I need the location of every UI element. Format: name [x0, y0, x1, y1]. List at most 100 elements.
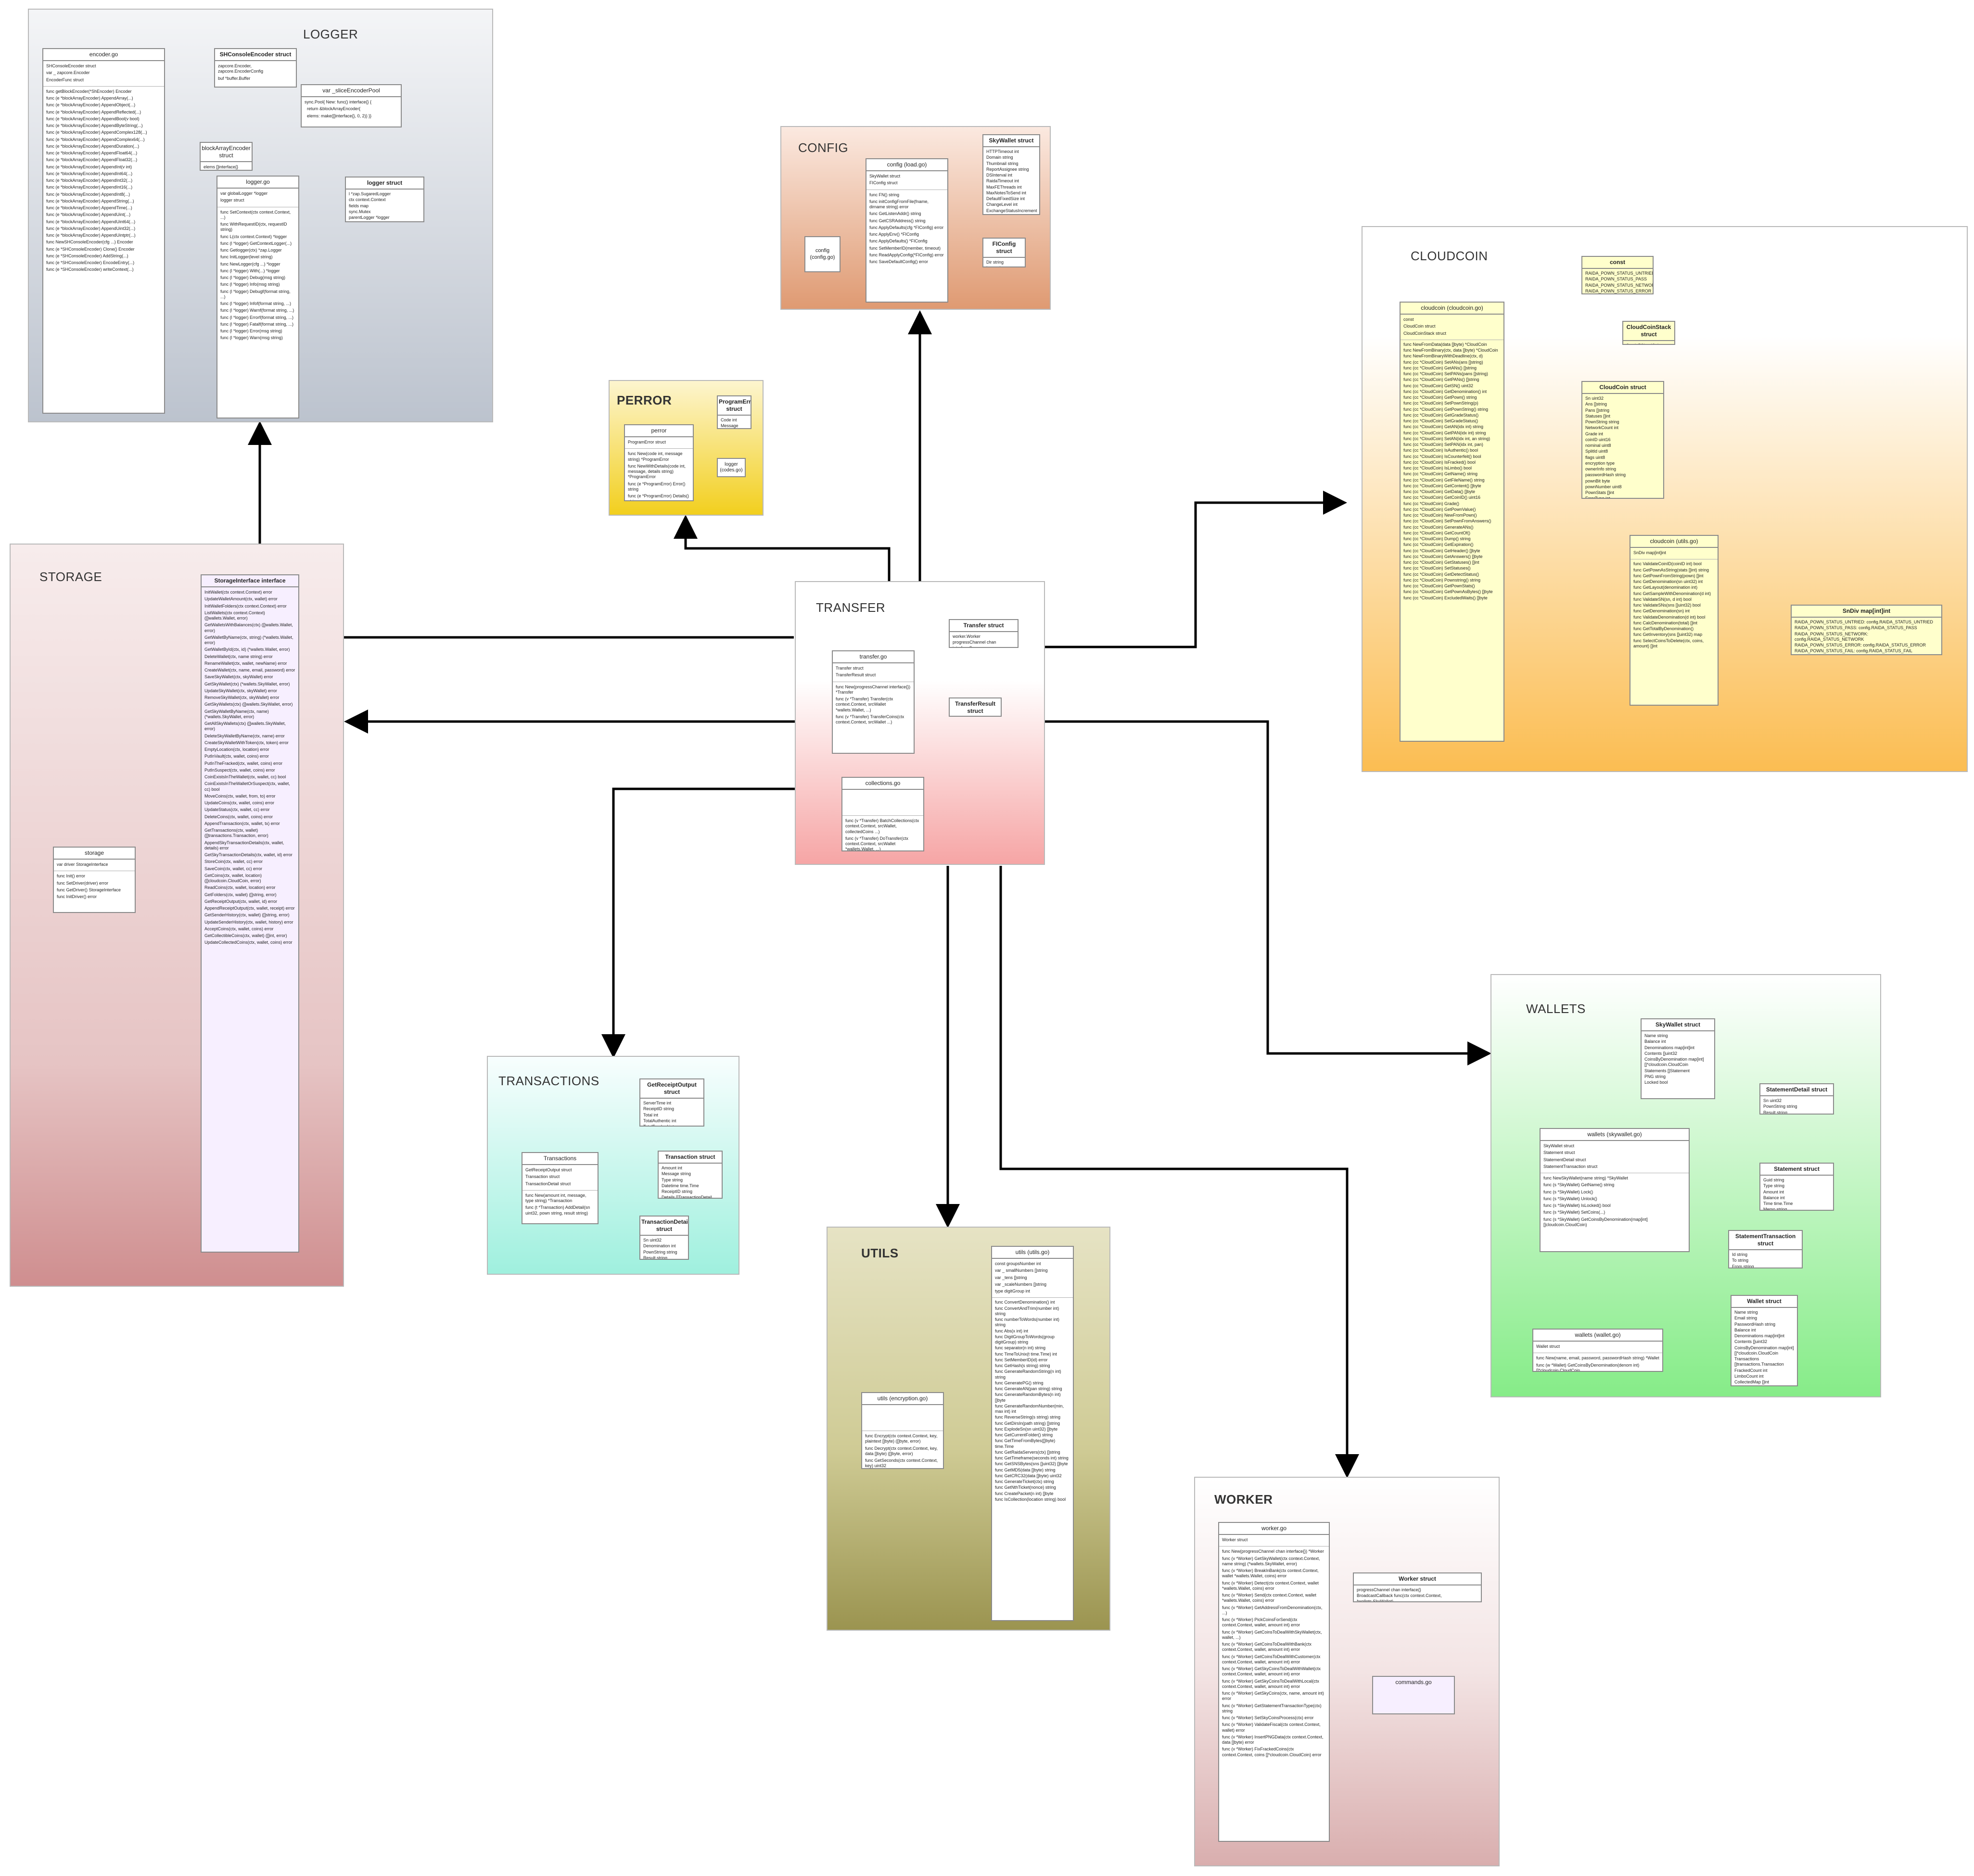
member-line: func (v *Worker) GetSkyCoins(ctx, name, … — [1222, 1691, 1325, 1701]
note-config-go[interactable]: config (config.go) — [804, 236, 841, 272]
class-commands-go[interactable]: commands.go — [1372, 1676, 1455, 1714]
struct-blockarrayencoder[interactable]: blockArrayEncoder struct elems []interfa… — [200, 142, 253, 171]
member-line: func numberToWords(number int) string — [995, 1317, 1061, 1328]
member-line: Ans []string — [1585, 402, 1607, 407]
member-line: AcceptCoins(ctx, wallet, coins) error — [204, 926, 274, 931]
member-line: var _ zapcore.Encoder — [46, 70, 90, 76]
member-line: func (e *blockArrayEncoder) AppendFloat6… — [46, 151, 138, 155]
class-worker-go[interactable]: worker.go Worker struct func New(progres… — [1218, 1522, 1330, 1842]
member-line: Transactions []transactions.Transaction — [1734, 1356, 1784, 1367]
member-line: func (v *Worker) Send(ctx context.Contex… — [1222, 1593, 1318, 1603]
member-line: EmptyLocation(ctx, location) error — [204, 747, 269, 752]
member-line: func (e *ProgramError) Details() string — [628, 494, 689, 500]
member-line: Result string — [1763, 1110, 1788, 1115]
member-line: PownString string — [643, 1249, 677, 1255]
struct-ficonfig[interactable]: FIConfig struct Dir stringLog stringMain… — [982, 238, 1026, 267]
arrow-transfer-worker — [999, 866, 1359, 1478]
struct-transferresult[interactable]: TransferResult struct Amount int — [949, 697, 1002, 717]
member-line: func (cc *CloudCoin) GetPAN(idx int) str… — [1403, 430, 1486, 435]
map-sndiv[interactable]: SnDiv map[int]int RAIDA_POWN_STATUS_UNTR… — [1791, 605, 1942, 655]
member-line: func (cc *CloudCoin) SetPANs(pans []stri… — [1403, 371, 1488, 376]
class-storage[interactable]: storage var driver StorageInterface func… — [53, 847, 136, 913]
member-line: func ReverseString(s string) string — [995, 1415, 1061, 1420]
member-line: func GeneratePG() string — [995, 1380, 1044, 1385]
member-line: MaxFEThreads int — [986, 184, 1022, 190]
struct-worker[interactable]: Worker struct progressChannel chan inter… — [1353, 1572, 1482, 1602]
member-line: func (cc *CloudCoin) SetPownFromAnswers(… — [1403, 519, 1491, 524]
interface-storageinterface[interactable]: StorageInterface interface InitWallet(ct… — [201, 574, 299, 1253]
member-list: Dir stringLog stringMain SkyWallet — [983, 258, 1025, 266]
member-line: func ValidateDenomination(d int) bool — [1633, 614, 1706, 620]
member-line: Transfer struct — [836, 666, 864, 671]
member-line: func GenerateTicket(ctx) string — [995, 1479, 1054, 1484]
class-utils-encryption-go[interactable]: utils (encryption.go) func Encrypt(ctx c… — [861, 1392, 944, 1469]
var-slice-encoder-pool[interactable]: var _sliceEncoderPool sync.Pool{ New: fu… — [301, 84, 402, 127]
member-line: progressChannel chan interface{} — [953, 640, 998, 648]
member-line: pownNumber uint8 — [1585, 484, 1622, 489]
struct-cloudcoinstack[interactable]: CloudCoinStack struct Stack []CloudCoin — [1622, 321, 1675, 345]
class-collections-go[interactable]: collections.go func (v *Transfer) BatchC… — [841, 777, 924, 851]
member-line: func (cc *CloudCoin) Dump() string — [1403, 536, 1471, 541]
class-cloudcoin-utils-go[interactable]: cloudcoin (utils.go) SnDiv map[int]int f… — [1630, 535, 1719, 706]
member-line: func (e *blockArrayEncoder) AppendInt8(.… — [46, 191, 130, 197]
member-line: HTTPTimeout int — [986, 149, 1019, 154]
note-logger-codes-go[interactable]: logger (codes.go) — [717, 458, 746, 477]
member-line: func (v *Transfer) TransferCoins(ctx con… — [836, 714, 905, 724]
member-line: func (l *logger) Errorf(format string, .… — [220, 315, 294, 320]
class-perror[interactable]: perror ProgramError struct func New(code… — [624, 424, 694, 501]
member-line: CoinsByDenomination map[int][]*cloudcoin… — [1644, 1057, 1704, 1067]
member-line: func GenerateRandomBytes(n int) []byte — [995, 1392, 1062, 1403]
class-wallet-go[interactable]: wallets (wallet.go) Wallet struct func N… — [1532, 1329, 1663, 1372]
struct-shconsoleencoder[interactable]: SHConsoleEncoder struct zapcore.Encoder,… — [214, 48, 297, 88]
member-line: func (e *blockArrayEncoder) AppendComple… — [46, 137, 145, 142]
member-line: func ApplyDefaults(cfg *FIConfig) error — [869, 225, 944, 230]
package-title: LOGGER — [303, 27, 358, 41]
package-title: WALLETS — [1526, 1001, 1586, 1016]
member-line: func GetPownFromString(pown) []int — [1633, 573, 1704, 578]
member-line: progressChannel chan interface{} — [1357, 1587, 1421, 1592]
member-line: RAIDA_POWN_STATUS_ERROR — [1585, 288, 1652, 293]
member-line: GetWalletByName(ctx, string) (*wallets.W… — [204, 634, 294, 645]
member-line: func (l *logger) With(...) *logger — [220, 268, 280, 273]
member-line: UpdateStatus(ctx, wallet, cc) error — [204, 807, 270, 812]
member-line: func (v *Worker) GetCoinsToDealWithSkyWa… — [1222, 1629, 1324, 1640]
member-list: func New(code int, message string) *Prog… — [625, 449, 693, 500]
member-line: var _scaleNumbers []string — [995, 1281, 1047, 1287]
member-line: func (cc *CloudCoin) GetHeader() []byte — [1403, 548, 1480, 553]
member-line: func (cc *CloudCoin) SetGradeStatus() — [1403, 418, 1478, 423]
member-line: UpdateCollectedCoins(ctx, wallet, coins)… — [204, 940, 293, 945]
member-line: func GetPownAsString(stats []int) string — [1633, 567, 1709, 572]
member-line: var _tens []string — [995, 1275, 1027, 1280]
member-line: NetworkCount int — [1585, 425, 1619, 431]
member-line: Contents []uint32 — [1734, 1339, 1768, 1344]
member-line: func ValidateSN(sn, d int) bool — [1633, 596, 1692, 602]
